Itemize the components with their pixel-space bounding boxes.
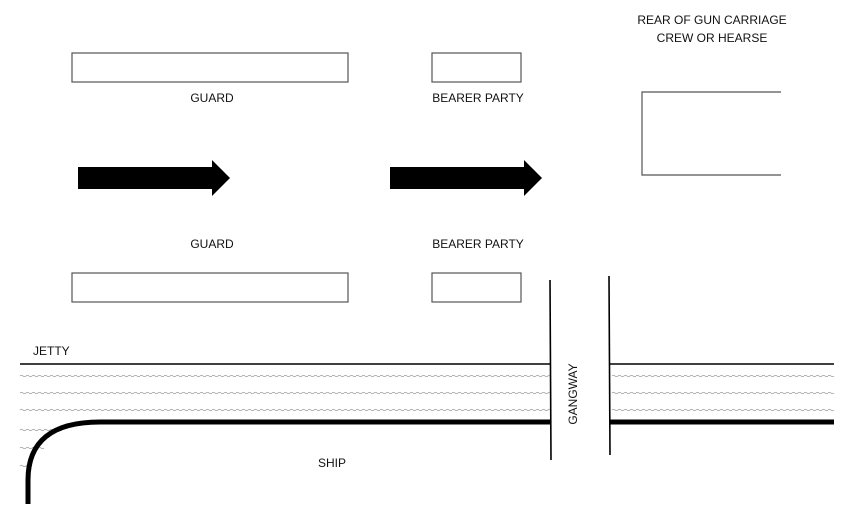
water-wave (19, 374, 552, 378)
water-wave (611, 408, 835, 412)
jetty-label: JETTY (33, 344, 70, 358)
gun-carriage-box (641, 91, 781, 176)
bearer-party-bottom-box (431, 272, 522, 303)
water-wave (611, 374, 835, 378)
water-wave (19, 408, 552, 412)
title-line-1: REAR OF GUN CARRIAGE (637, 13, 786, 27)
water (19, 374, 835, 468)
guard-bottom-box (71, 272, 349, 303)
bearer-party-bottom-label: BEARER PARTY (432, 237, 524, 251)
guard-bottom-label: GUARD (190, 237, 234, 251)
title-line-2: CREW OR HEARSE (657, 31, 768, 45)
gangway-left-rail (549, 279, 552, 461)
gangway-right-rail (608, 275, 611, 456)
bearer-party-top-box (431, 52, 522, 83)
water-wave (19, 446, 45, 450)
water-wave (611, 391, 835, 395)
ship-label: SHIP (318, 456, 346, 470)
water-wave (19, 391, 552, 395)
guard-top-label: GUARD (190, 91, 234, 105)
guard-top-box (71, 52, 349, 83)
arrow-right-icon (390, 160, 542, 196)
bearer-party-top-label: BEARER PARTY (432, 91, 524, 105)
gangway-label: GANGWAY (566, 363, 580, 424)
arrow-right-icon (78, 160, 230, 196)
ship-hull-left (25, 419, 550, 504)
